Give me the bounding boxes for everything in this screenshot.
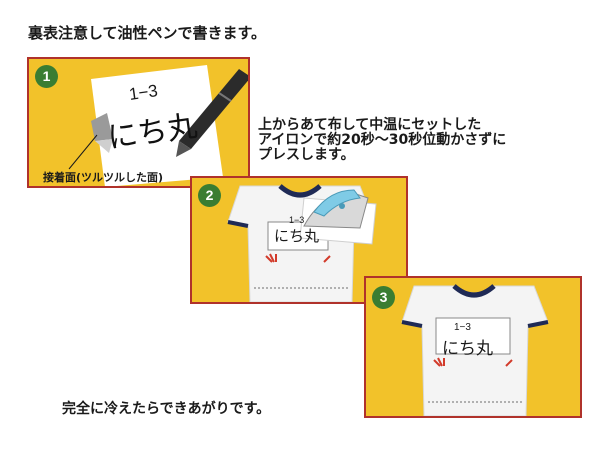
label-name-text: にち丸 bbox=[442, 339, 493, 359]
alignment-marks bbox=[433, 357, 513, 367]
instruction-title: 裏表注意して油性ペンで書きます。 bbox=[28, 24, 267, 42]
label-name-text: にち丸 bbox=[274, 227, 320, 245]
adhesive-corner bbox=[91, 113, 113, 141]
step-1-illustration bbox=[68, 65, 248, 186]
label-code-text: 1−3 bbox=[289, 215, 305, 225]
step-1-panel: 1 1−3 にち丸 接着面(ツルツルした面) bbox=[27, 57, 250, 188]
step-2-illustration bbox=[227, 184, 377, 302]
step-3-badge: 3 bbox=[372, 286, 395, 309]
marker-pen-icon bbox=[176, 69, 248, 157]
label-code-text: 1−3 bbox=[127, 81, 159, 104]
caption-pointer bbox=[68, 134, 98, 170]
name-label bbox=[435, 317, 511, 355]
step-3-panel: 3 1−3 にち丸 bbox=[364, 276, 582, 418]
label-sheet bbox=[91, 65, 223, 186]
step-1-badge: 1 bbox=[35, 65, 58, 88]
label-code-text: 1−3 bbox=[454, 322, 471, 333]
alignment-marks bbox=[265, 253, 331, 263]
step-3-illustration bbox=[401, 284, 549, 416]
adhesive-side-caption: 接着面(ツルツルした面) bbox=[43, 171, 164, 184]
finish-instruction: 完全に冷えたらできあがりです。 bbox=[62, 401, 271, 417]
step-2-instruction: 上からあて布して中温にセットした アイロンで約20秒〜30秒位動かさずに プレス… bbox=[258, 117, 507, 163]
step-2-panel: 2 1−3 にち丸 bbox=[190, 176, 408, 304]
iron-icon bbox=[303, 189, 369, 229]
step-2-badge: 2 bbox=[198, 184, 221, 207]
